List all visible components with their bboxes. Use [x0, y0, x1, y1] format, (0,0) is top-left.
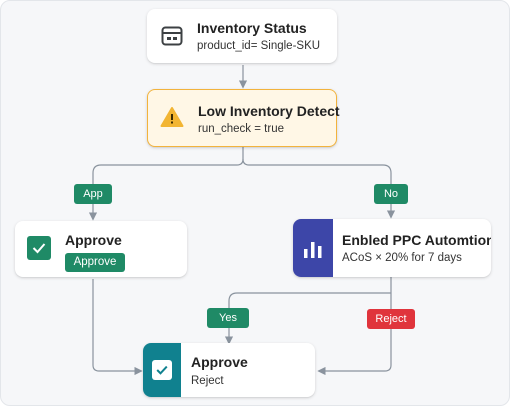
node-title: Enbled PPC Automtion — [342, 232, 491, 248]
edge-label-reject: Reject — [367, 309, 415, 329]
low-inventory-node[interactable]: Low Inventory Detect run_check = true — [147, 89, 340, 147]
connector-detect-split — [88, 147, 244, 221]
node-subtitle: run_check = true — [198, 123, 284, 135]
warning-icon — [159, 104, 185, 130]
connector-detect-to-ppc — [242, 158, 396, 219]
ppc-automation-node[interactable]: Enbled PPC Automtion ACoS × 20% for 7 da… — [293, 219, 491, 277]
connector-ppc-yes — [224, 292, 391, 345]
connector-ppc-reject — [317, 277, 392, 376]
approve-status-badge: Approve — [65, 253, 125, 272]
edge-label-no: No — [374, 184, 408, 204]
check-icon — [143, 343, 181, 397]
node-title: Low Inventory Detect — [198, 103, 340, 119]
connector-approve-to-bottom — [92, 279, 143, 376]
edge-label-app: App — [74, 184, 112, 204]
node-title: Approve — [65, 232, 122, 248]
node-subtitle: product_id= Single-SKU — [197, 40, 321, 52]
window-icon — [159, 23, 185, 49]
approve-left-node[interactable]: Approve Approve — [15, 221, 187, 277]
inventory-status-node[interactable]: Inventory Status product_id= Single-SKU — [147, 9, 337, 63]
node-subtitle: ACoS × 20% for 7 days — [342, 252, 462, 264]
approve-bottom-node[interactable]: Approve Reject — [143, 343, 315, 397]
check-icon — [27, 236, 51, 260]
node-subtitle: Reject — [191, 375, 224, 387]
bar-chart-icon — [293, 219, 333, 277]
node-title: Approve — [191, 354, 248, 370]
edge-label-yes: Yes — [207, 308, 249, 328]
node-title: Inventory Status — [197, 20, 307, 36]
